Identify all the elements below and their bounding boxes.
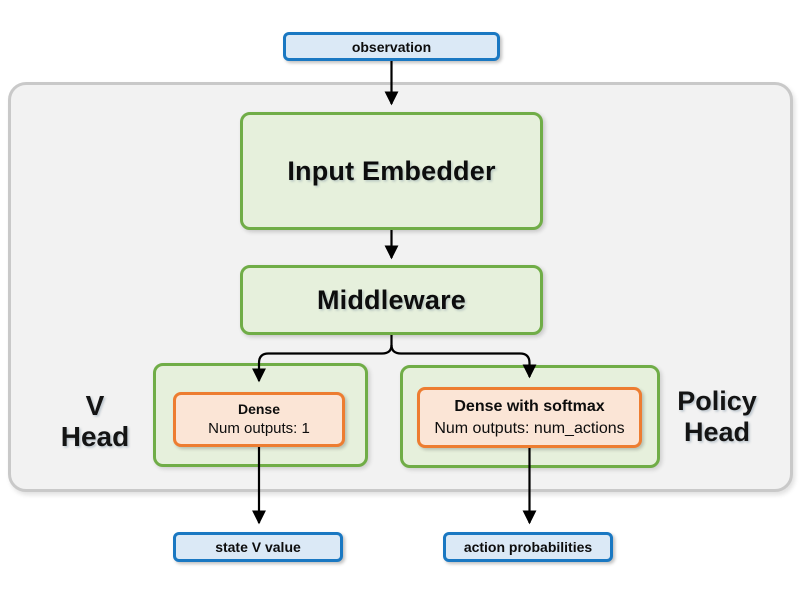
v-head-label: V Head	[35, 390, 155, 452]
input-embedder-label: Input Embedder	[287, 155, 496, 186]
v-head-dense-node: Dense Num outputs: 1	[173, 392, 345, 447]
middleware-node: Middleware	[240, 265, 543, 335]
observation-node: observation	[283, 32, 500, 61]
v-head-label-line1: V	[85, 390, 105, 421]
input-embedder-node: Input Embedder	[240, 112, 543, 230]
policy-head-label-line1: Policy	[677, 386, 757, 416]
middleware-label: Middleware	[316, 284, 467, 315]
policy-head-dense-node: Dense with softmax Num outputs: num_acti…	[417, 387, 642, 448]
v-head-dense-outputs: Num outputs: 1	[208, 419, 310, 437]
observation-label: observation	[351, 38, 432, 55]
v-head-dense-title: Dense	[237, 400, 281, 417]
policy-head-dense-title: Dense with softmax	[454, 397, 605, 415]
policy-head-label-line2: Head	[683, 417, 751, 447]
action-probabilities-node: action probabilities	[443, 532, 613, 562]
state-v-value-label: state V value	[215, 539, 301, 555]
state-v-value-node: state V value	[173, 532, 343, 562]
policy-head-label: Policy Head	[652, 386, 782, 448]
policy-head-dense-outputs: Num outputs: num_actions	[434, 419, 625, 437]
v-head-label-line2: Head	[60, 421, 130, 452]
action-probabilities-label: action probabilities	[463, 539, 593, 555]
